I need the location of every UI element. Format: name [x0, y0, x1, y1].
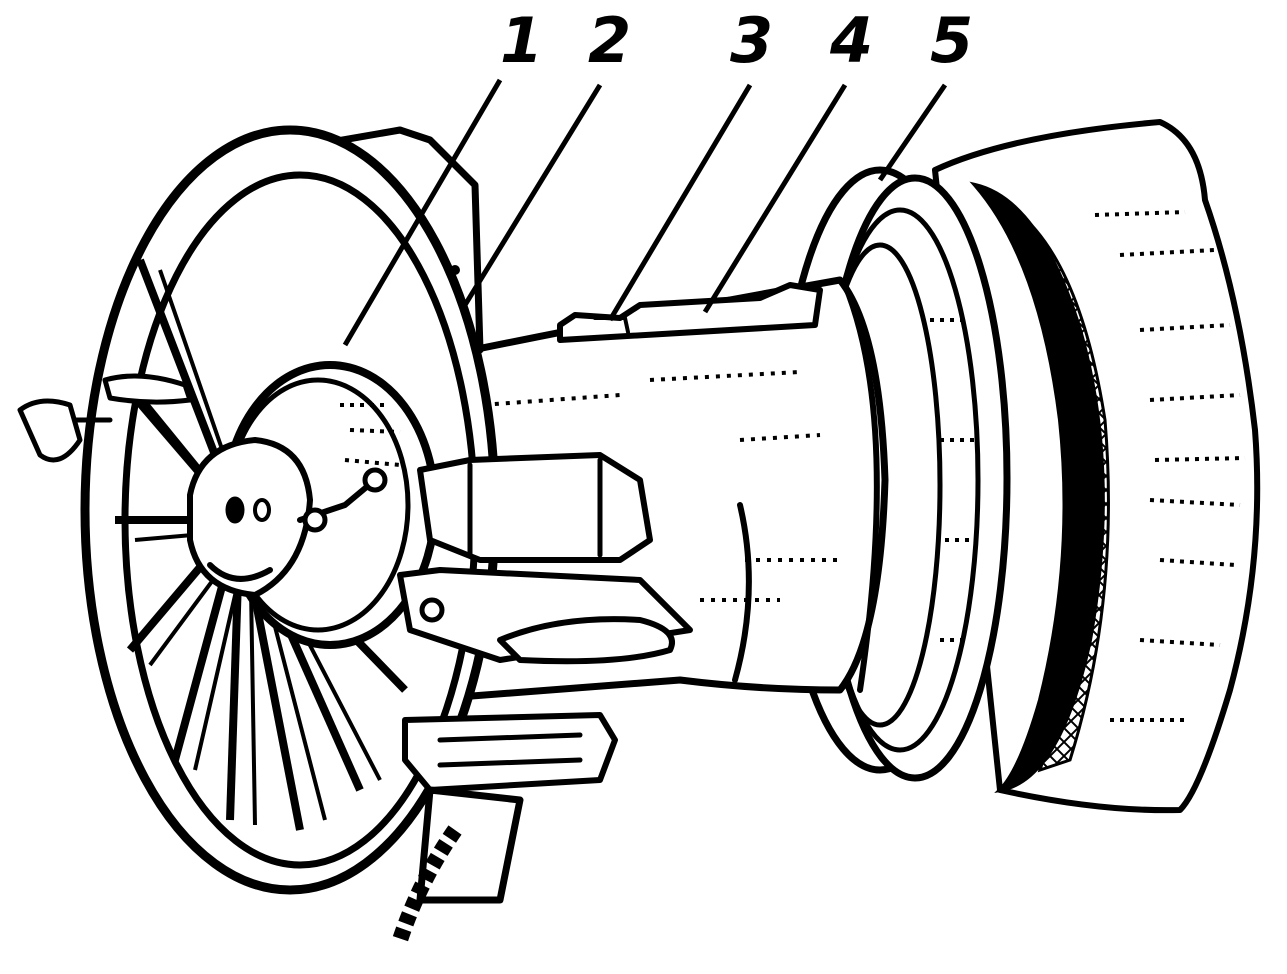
callout-4: 4	[829, 4, 873, 77]
carriage	[397, 452, 693, 665]
callout-labels: 1 2 3 4 5	[500, 4, 973, 77]
leader-2	[462, 83, 603, 307]
front-hub	[187, 361, 439, 649]
callout-1: 1	[500, 4, 543, 77]
leader-lines	[342, 78, 948, 347]
callout-5: 5	[930, 4, 973, 77]
leader-5	[877, 83, 948, 182]
lower-bracket	[392, 712, 618, 943]
rear-housing	[932, 119, 1261, 814]
callout-2: 2	[588, 4, 631, 77]
leader-4	[702, 83, 848, 314]
leader-3	[607, 83, 753, 322]
callout-3: 3	[730, 4, 773, 77]
leader-1	[342, 78, 503, 347]
